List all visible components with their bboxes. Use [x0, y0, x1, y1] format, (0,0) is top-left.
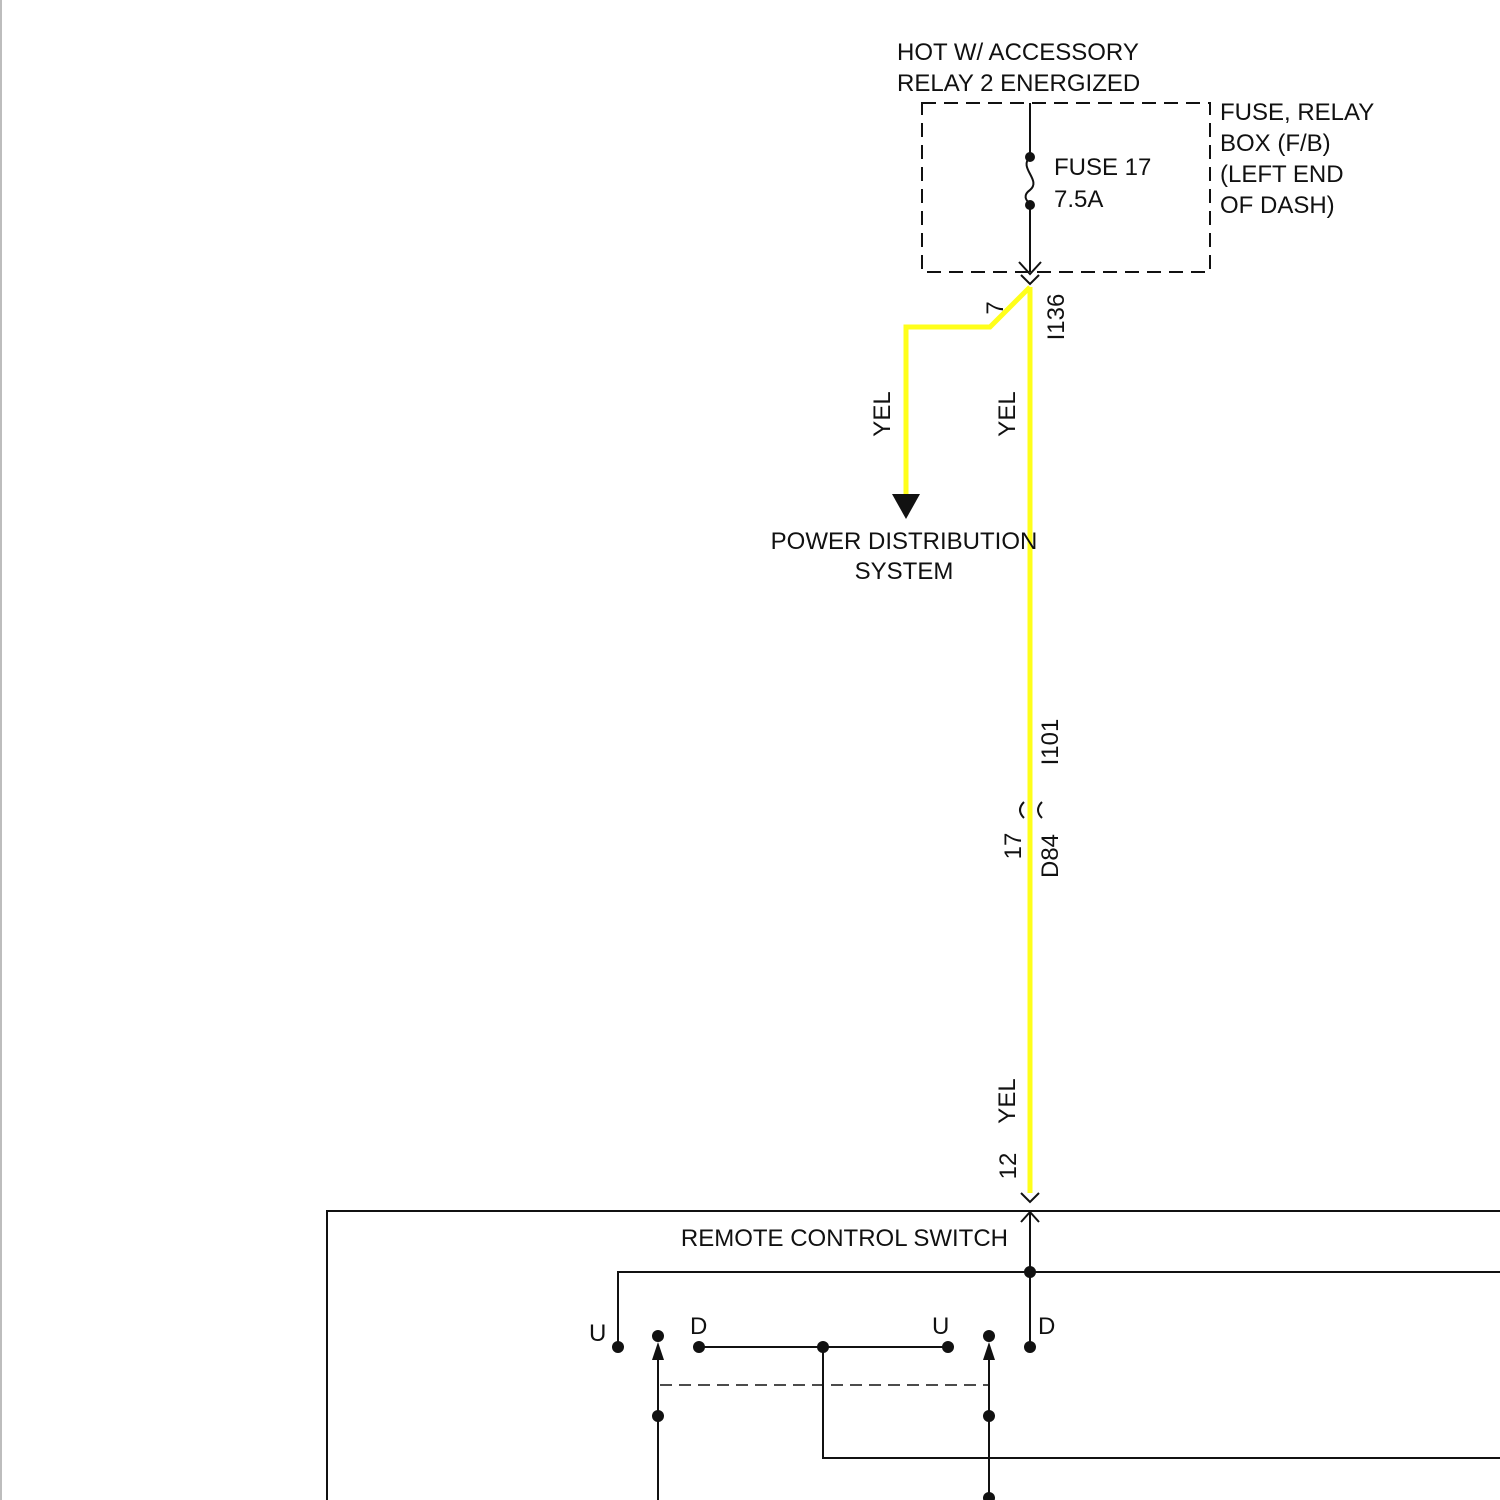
fuse-box-label-line3: (LEFT END [1220, 161, 1344, 188]
connector-i136-pin-label: 7 [982, 301, 1009, 314]
fuse-rating-label: 7.5A [1054, 186, 1103, 213]
contact-left-common [652, 1330, 664, 1342]
remote-control-switch-outline [327, 1211, 1500, 1500]
contact-left-up-label: U [589, 1320, 606, 1347]
contact-right-down-label: D [1038, 1313, 1055, 1340]
fuse-element-icon [1026, 157, 1034, 205]
wire-branch-color-label: YEL [869, 391, 896, 436]
contact-right-down [1024, 1341, 1036, 1353]
connector-i101-d84-right-icon [1038, 802, 1042, 818]
right-arm-pivot [983, 1410, 995, 1422]
switch-lower-bus [823, 1347, 1500, 1458]
connector-i101-d84-left-icon [1020, 802, 1024, 818]
right-arm-bottom-node [983, 1492, 995, 1500]
component-title: REMOTE CONTROL SWITCH [681, 1225, 1008, 1252]
switch-top-bus [618, 1272, 1500, 1347]
connector-d84-id-label: D84 [1037, 834, 1064, 878]
wire-branch-yel [906, 287, 1030, 494]
wire-lower-color-label: YEL [994, 1078, 1021, 1123]
contact-left-up [612, 1341, 624, 1353]
fuse-box-label-line4: OF DASH) [1220, 192, 1335, 219]
left-switch-arrow-icon [652, 1342, 664, 1360]
connector-i101-id-label: I101 [1037, 719, 1064, 766]
contact-right-common [983, 1330, 995, 1342]
connector-i136-female-icon [1021, 275, 1039, 284]
right-switch-arrow-icon [983, 1342, 995, 1360]
fuse-box-label-line2: BOX (F/B) [1220, 130, 1331, 157]
power-distribution-label-line1: POWER DISTRIBUTION [771, 528, 1038, 555]
connector-i136-id-label: I136 [1043, 294, 1070, 341]
power-distribution-arrow-icon [892, 494, 920, 519]
power-distribution-label-line2: SYSTEM [855, 558, 954, 585]
wire-main-color-label: YEL [994, 391, 1021, 436]
fuse-name-label: FUSE 17 [1054, 154, 1151, 181]
power-source-label-line1: HOT W/ ACCESSORY [897, 39, 1139, 66]
contact-right-up-label: U [932, 1313, 949, 1340]
connector-d84-pin-label: 17 [1000, 833, 1027, 860]
power-source-label-line2: RELAY 2 ENERGIZED [897, 70, 1140, 97]
connector-switch-pin-label: 12 [995, 1153, 1022, 1180]
fuse-box-label-line1: FUSE, RELAY [1220, 99, 1374, 126]
connector-switch-top-icon [1021, 1193, 1039, 1202]
contact-left-down-label: D [690, 1313, 707, 1340]
left-arm-pivot [652, 1410, 664, 1422]
